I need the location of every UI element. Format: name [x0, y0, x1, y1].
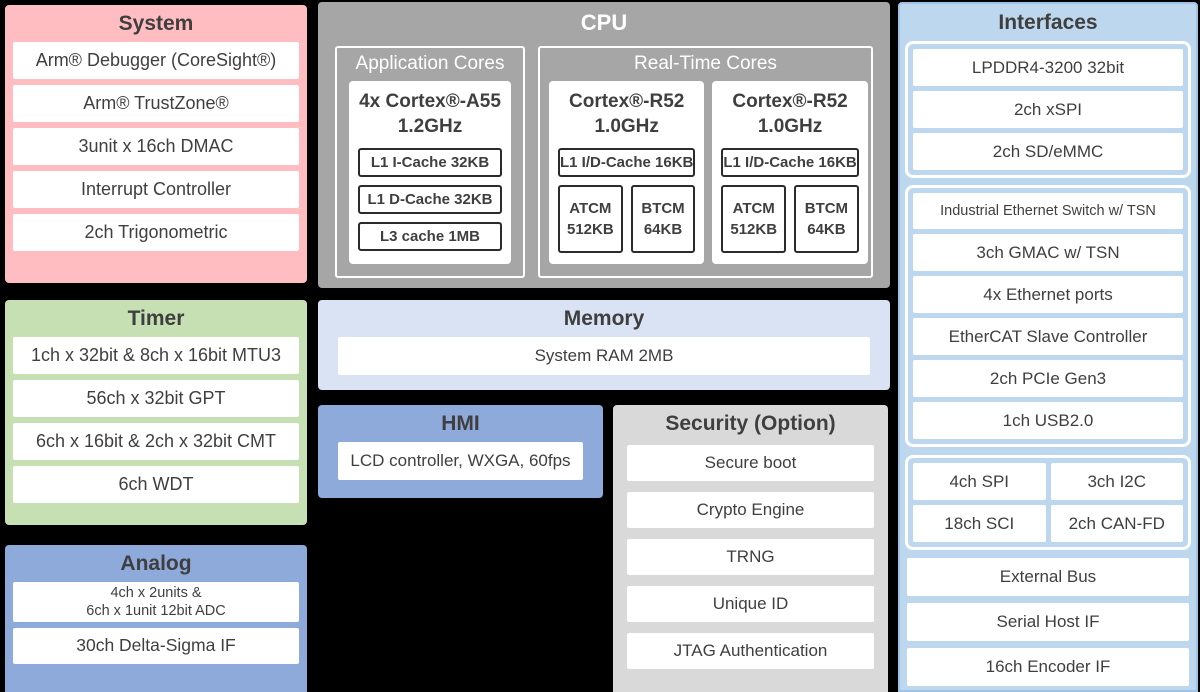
system-item: 3unit x 16ch DMAC — [13, 128, 299, 165]
cortex-a55-name: 4x Cortex®-A55 1.2GHz — [359, 91, 501, 137]
interface-item: External Bus — [907, 558, 1189, 596]
security-item: TRNG — [627, 539, 874, 575]
hmi-title: HMI — [441, 412, 480, 435]
hmi-block: HMI LCD controller, WXGA, 60fps — [318, 405, 603, 498]
system-block: System Arm® Debugger (CoreSight®) Arm® Tr… — [5, 5, 307, 283]
timer-title: Timer — [127, 307, 185, 330]
interface-item: 2ch xSPI — [913, 91, 1183, 128]
memory-items: System RAM 2MB — [318, 337, 890, 375]
interface-item: LPDDR4-3200 32bit — [913, 49, 1183, 86]
timer-block: Timer 1ch x 32bit & 8ch x 16bit MTU3 56ch… — [5, 300, 307, 525]
interface-item: EtherCAT Slave Controller — [913, 318, 1183, 355]
r52-l1-cache: L1 I/D-Cache 16KB — [558, 148, 696, 178]
application-cores-block: Application Cores 4x Cortex®-A55 1.2GHz … — [335, 46, 525, 278]
system-item: 2ch Trigonometric — [13, 214, 299, 251]
analog-title: Analog — [120, 552, 192, 575]
analog-items: 4ch x 2units & 6ch x 1unit 12bit ADC 30ch… — [5, 582, 307, 664]
cortex-r52-card-1: Cortex®-R52 1.0GHz L1 I/D-Cache 16KB ATC… — [549, 81, 705, 264]
interface-item: 2ch SD/eMMC — [913, 133, 1183, 170]
a55-cache-list: L1 I-Cache 32KB L1 D-Cache 32KB L3 cache 1… — [358, 148, 502, 252]
timer-item: 6ch x 16bit & 2ch x 32bit CMT — [13, 423, 299, 460]
cortex-r52-name: Cortex®-R52 1.0GHz — [732, 91, 848, 137]
security-item: Crypto Engine — [627, 492, 874, 528]
cpu-block: CPU Application Cores 4x Cortex®-A55 1.2… — [318, 2, 890, 288]
timer-item: 56ch x 32bit GPT — [13, 380, 299, 417]
tcm-item: ATCM 512KB — [558, 185, 623, 254]
interface-item: 1ch USB2.0 — [913, 402, 1183, 439]
system-item: Interrupt Controller — [13, 171, 299, 208]
tcm-item: ATCM 512KB — [721, 185, 787, 254]
cpu-title: CPU — [580, 10, 628, 35]
interfaces-title: Interfaces — [998, 11, 1098, 34]
memory-item: System RAM 2MB — [338, 337, 870, 375]
cortex-r52-name: Cortex®-R52 1.0GHz — [569, 91, 685, 137]
interface-item: 3ch GMAC w/ TSN — [913, 234, 1183, 271]
tcm-item: BTCM 64KB — [630, 185, 696, 254]
realtime-core-cards: Cortex®-R52 1.0GHz L1 I/D-Cache 16KB ATC… — [540, 81, 871, 276]
analog-item: 4ch x 2units & 6ch x 1unit 12bit ADC — [13, 582, 299, 622]
timer-item: 6ch WDT — [13, 466, 299, 503]
interfaces-network-group: Industrial Ethernet Switch w/ TSN 3ch GMA… — [905, 185, 1191, 447]
hmi-items: LCD controller, WXGA, 60fps — [318, 442, 603, 480]
interface-item: 18ch SCI — [913, 505, 1046, 542]
interface-item: 16ch Encoder IF — [907, 648, 1189, 686]
r52-l1-cache: L1 I/D-Cache 16KB — [721, 148, 859, 178]
tcm-item: BTCM 64KB — [794, 185, 859, 254]
system-item: Arm® Debugger (CoreSight®) — [13, 42, 299, 79]
cache-item: L1 D-Cache 32KB — [358, 185, 502, 215]
cache-item: L3 cache 1MB — [358, 222, 502, 252]
security-item: Unique ID — [627, 586, 874, 622]
cache-item: L1 I-Cache 32KB — [358, 148, 502, 178]
interface-item: 2ch PCIe Gen3 — [913, 360, 1183, 397]
security-item: Secure boot — [627, 445, 874, 481]
memory-title: Memory — [563, 307, 645, 330]
memory-block: Memory System RAM 2MB — [318, 300, 890, 390]
hmi-item: LCD controller, WXGA, 60fps — [338, 442, 583, 480]
realtime-cores-block: Real-Time Cores Cortex®-R52 1.0GHz L1 I/… — [538, 46, 873, 278]
interface-item: 4x Ethernet ports — [913, 276, 1183, 313]
system-title: System — [118, 12, 194, 35]
timer-item: 1ch x 32bit & 8ch x 16bit MTU3 — [13, 337, 299, 374]
interface-item: Industrial Ethernet Switch w/ TSN — [913, 193, 1183, 229]
application-cores-title: Application Cores — [355, 53, 505, 74]
realtime-cores-title: Real-Time Cores — [634, 53, 777, 74]
analog-block: Analog 4ch x 2units & 6ch x 1unit 12bit … — [5, 545, 307, 692]
interface-item: 2ch CAN-FD — [1050, 505, 1183, 542]
security-item: JTAG Authentication — [627, 633, 874, 669]
cortex-r52-card-2: Cortex®-R52 1.0GHz L1 I/D-Cache 16KB ATC… — [712, 81, 868, 264]
interfaces-memory-group: LPDDR4-3200 32bit 2ch xSPI 2ch SD/eMMC — [905, 41, 1191, 178]
system-items: Arm® Debugger (CoreSight®) Arm® TrustZone… — [5, 42, 307, 251]
timer-items: 1ch x 32bit & 8ch x 16bit MTU3 56ch x 32b… — [5, 337, 307, 503]
interface-item: 3ch I2C — [1050, 463, 1183, 500]
interface-item: Serial Host IF — [907, 603, 1189, 641]
interface-item: 4ch SPI — [913, 463, 1046, 500]
system-item: Arm® TrustZone® — [13, 85, 299, 122]
interfaces-block: Interfaces LPDDR4-3200 32bit 2ch xSPI 2ch … — [898, 2, 1198, 692]
analog-item: 30ch Delta-Sigma IF — [13, 628, 299, 664]
security-title: Security (Option) — [665, 412, 836, 435]
